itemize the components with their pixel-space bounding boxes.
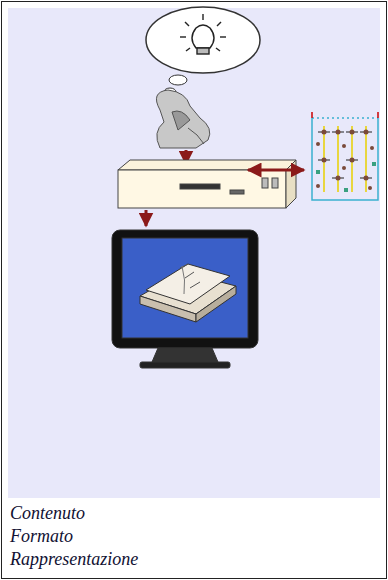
caption-line: Formato	[10, 525, 380, 548]
caption-line: Contenuto	[10, 502, 380, 525]
label-list: ContenutoFormatoRappresentazione	[10, 502, 380, 571]
caption-line: Rappresentazione	[10, 548, 380, 571]
